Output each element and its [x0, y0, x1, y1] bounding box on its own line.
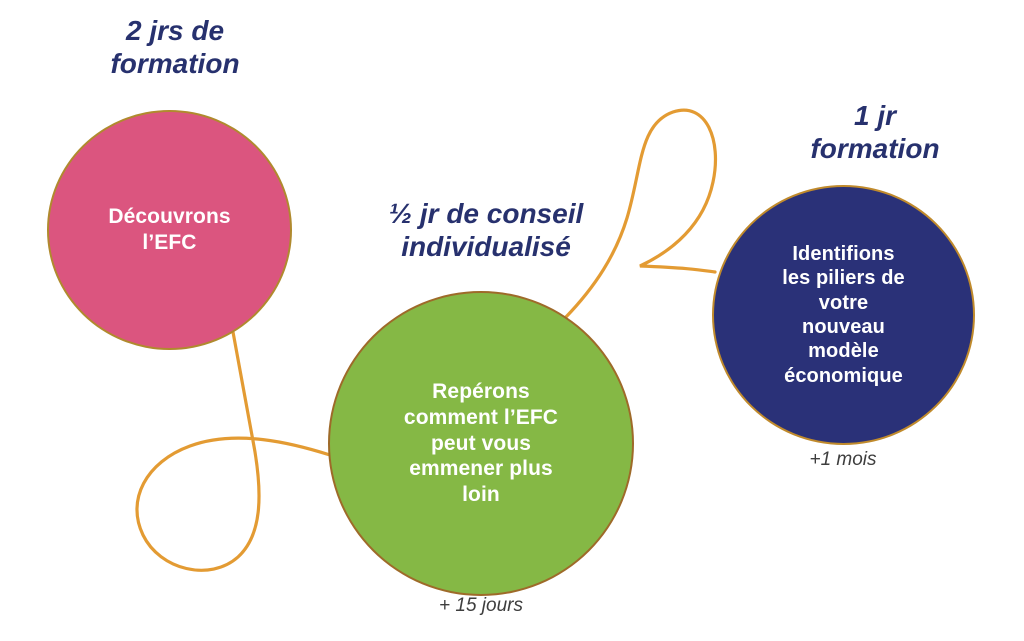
node-identify[interactable]: Identifions les piliers de votre nouveau…: [712, 185, 975, 445]
node-explore[interactable]: Repérons comment l’EFC peut vous emmener…: [328, 291, 634, 596]
node-explore-label: Repérons comment l’EFC peut vous emmener…: [403, 380, 559, 506]
node-identify-label: Identifions les piliers de votre nouveau…: [782, 242, 905, 387]
duration-after-explore: + 15 jours: [439, 595, 523, 616]
heading-discover: 2 jrs de formation: [110, 15, 240, 80]
heading-explore: ½ jr de conseil individualisé: [388, 198, 584, 263]
duration-after-identify: +1 mois: [809, 449, 877, 470]
node-discover-label: Découvrons l’EFC: [108, 205, 231, 254]
node-discover[interactable]: Découvrons l’EFC: [47, 110, 292, 350]
heading-identify: 1 jr formation: [810, 100, 940, 165]
connector-discover-to-explore: [135, 330, 332, 572]
